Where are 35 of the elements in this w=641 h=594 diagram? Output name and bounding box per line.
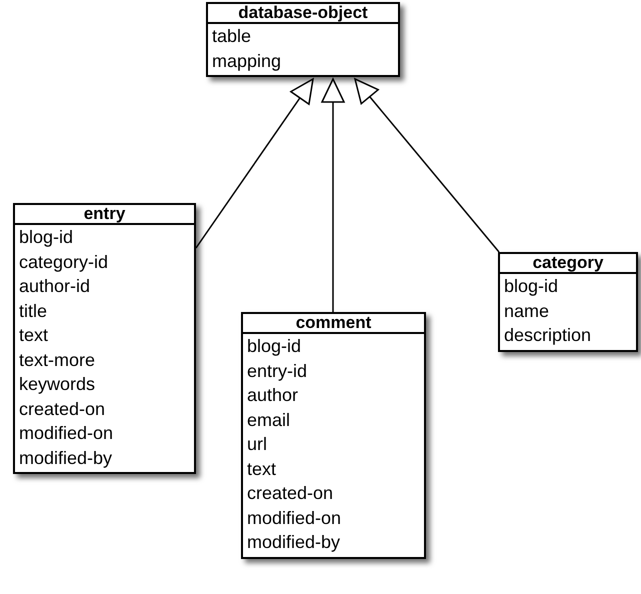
inheritance-arrow — [354, 78, 500, 252]
inheritance-arrow — [195, 78, 314, 248]
attribute-text: author-id — [19, 275, 92, 298]
attribute-text: modified-on — [19, 422, 114, 445]
attribute-text: text — [247, 458, 278, 480]
attribute-text: category-id — [19, 250, 110, 274]
attribute-text: url — [247, 433, 268, 456]
class-name: entry — [15, 205, 194, 225]
class-name: comment — [243, 314, 424, 334]
attribute-text: created-on — [19, 398, 106, 420]
attribute-text: name — [504, 300, 550, 322]
attribute-text: keywords — [19, 373, 96, 396]
attribute-text: entry-id — [247, 360, 308, 383]
class-box — [13, 203, 196, 474]
attribute-text: text — [19, 324, 50, 347]
attribute-text: modified-by — [247, 531, 342, 554]
class-box — [498, 252, 638, 352]
attribute-text: blog-id — [19, 226, 74, 249]
class-name: database-object — [208, 4, 398, 24]
attribute-text: mapping — [212, 50, 282, 73]
attribute-text: text-more — [19, 348, 96, 372]
attribute-text: email — [247, 408, 292, 432]
attribute-text: modified-on — [247, 506, 342, 530]
attribute-text: author — [247, 384, 300, 407]
attribute-text: table — [212, 25, 252, 48]
attribute-text: title — [19, 300, 48, 322]
attribute-text: blog-id — [247, 335, 302, 358]
attribute-text: created-on — [247, 482, 334, 505]
class-box — [241, 312, 426, 558]
class-name: category — [500, 254, 636, 274]
attribute-text: description — [504, 324, 592, 347]
inheritance-arrow — [321, 78, 345, 312]
attribute-text: modified-by — [19, 446, 114, 470]
class-box — [206, 2, 400, 77]
attribute-text: blog-id — [504, 275, 560, 298]
